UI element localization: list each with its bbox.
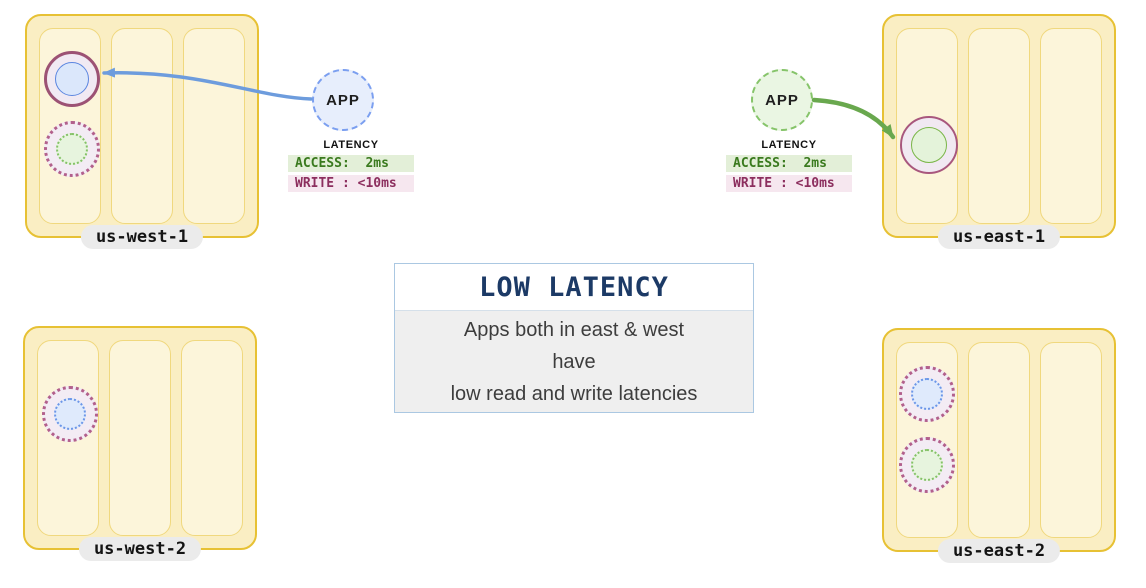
latency-write-row: WRITE : <10ms — [288, 175, 414, 192]
callout-body: Apps both in east & west have low read a… — [395, 310, 753, 412]
availability-zone — [1040, 28, 1102, 224]
callout-title: LOW LATENCY — [479, 271, 669, 303]
node-core-blue — [911, 378, 943, 410]
region-label-us-west-2: us-west-2 — [78, 537, 202, 561]
callout-line: have — [552, 350, 596, 373]
app-node-west-label: APP — [326, 91, 360, 109]
latency-write-row: WRITE : <10ms — [726, 175, 852, 192]
region-label-us-east-2: us-east-2 — [937, 539, 1061, 563]
latency-block-east: LATENCY ACCESS: 2ms WRITE : <10ms — [726, 139, 852, 195]
node-core-green — [911, 449, 943, 481]
node-core-blue — [54, 398, 86, 430]
db-node-dotted — [899, 437, 955, 493]
region-label-us-east-1: us-east-1 — [937, 225, 1061, 249]
low-latency-callout: LOW LATENCY Apps both in east & west hav… — [394, 263, 754, 413]
availability-zone — [181, 340, 243, 536]
availability-zone — [1040, 342, 1102, 538]
callout-line: Apps both in east & west — [463, 318, 685, 341]
app-node-east: APP — [751, 69, 813, 131]
availability-zone — [968, 342, 1030, 538]
node-core-green — [56, 133, 88, 165]
region-us-west-1: us-west-1 — [25, 14, 259, 249]
region-label-us-west-1: us-west-1 — [80, 225, 204, 249]
latency-access-row: ACCESS: 2ms — [288, 155, 414, 172]
app-node-east-label: APP — [765, 91, 799, 109]
node-core-green — [911, 127, 947, 163]
region-us-west-2: us-west-2 — [23, 326, 257, 561]
db-node-solid — [900, 116, 958, 174]
latency-access-row: ACCESS: 2ms — [726, 155, 852, 172]
db-node-dotted — [44, 121, 100, 177]
latency-title: LATENCY — [761, 139, 817, 151]
availability-zone — [109, 340, 171, 536]
region-us-east-2: us-east-2 — [882, 328, 1116, 563]
latency-title: LATENCY — [323, 139, 379, 151]
app-node-west: APP — [312, 69, 374, 131]
db-node-dotted — [42, 386, 98, 442]
callout-line: low read and write latencies — [450, 382, 698, 405]
region-us-east-1: us-east-1 — [882, 14, 1116, 249]
availability-zone — [183, 28, 245, 224]
db-node-solid — [44, 51, 100, 107]
availability-zone — [968, 28, 1030, 224]
db-node-dotted — [899, 366, 955, 422]
latency-block-west: LATENCY ACCESS: 2ms WRITE : <10ms — [288, 139, 414, 195]
availability-zone — [111, 28, 173, 224]
node-core-blue — [55, 62, 89, 96]
